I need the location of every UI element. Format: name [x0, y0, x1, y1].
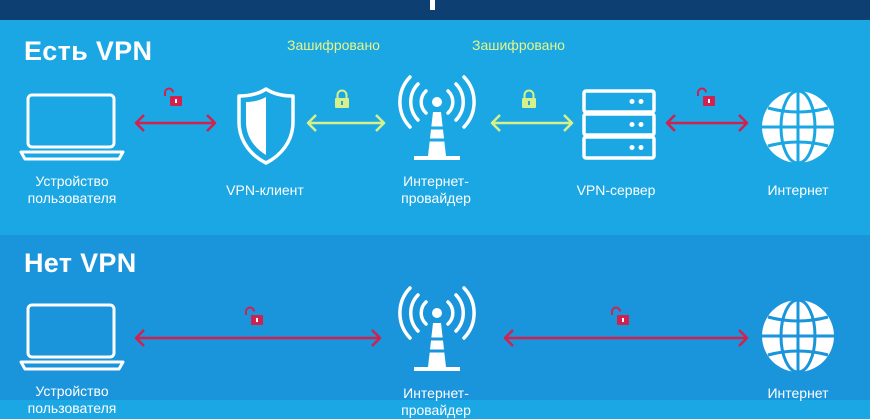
encrypted-label: Зашифровано — [287, 37, 380, 53]
antenna-tower-icon — [398, 75, 476, 160]
node-label-user-device: Устройство пользователя — [27, 173, 117, 206]
vpn-section: Есть VPN Зашифровано Зашифровано Устройс… — [0, 20, 870, 235]
node-label-isp: Интернет- провайдер — [401, 385, 471, 418]
node-label-isp: Интернет- провайдер — [401, 173, 471, 206]
shield-icon — [237, 87, 295, 165]
closed-lock-icon — [335, 89, 349, 108]
node-label-vpn-server: VPN-сервер — [576, 182, 656, 198]
secure-connection-arrow — [490, 114, 574, 132]
insecure-connection-arrow — [503, 329, 749, 347]
header-title-fragment — [430, 0, 435, 10]
antenna-tower-icon — [398, 286, 476, 371]
node-label-internet: Интернет — [767, 182, 829, 198]
encrypted-label: Зашифровано — [472, 37, 565, 53]
node-label-internet: Интернет — [767, 385, 829, 401]
node-label-vpn-client: VPN-клиент — [226, 182, 304, 198]
insecure-connection-arrow — [134, 114, 217, 132]
closed-lock-icon — [522, 89, 536, 108]
vpn-section-title: Есть VPN — [24, 36, 153, 66]
open-lock-icon — [697, 87, 715, 106]
header-bar — [0, 0, 870, 20]
secure-connection-arrow — [306, 114, 386, 132]
open-lock-icon — [245, 306, 263, 325]
insecure-connection-arrow — [665, 114, 749, 132]
node-label-user-device: Устройство пользователя — [27, 383, 117, 416]
insecure-connection-arrow — [134, 329, 382, 347]
open-lock-icon — [611, 306, 629, 325]
novpn-section: Нет VPN Устройство пользователя Интернет… — [0, 235, 870, 418]
open-lock-icon — [164, 87, 182, 106]
laptop-icon — [19, 93, 125, 161]
laptop-icon — [19, 303, 125, 371]
globe-icon — [762, 298, 834, 374]
server-icon — [582, 89, 656, 160]
globe-icon — [762, 89, 834, 165]
novpn-section-title: Нет VPN — [24, 248, 137, 278]
